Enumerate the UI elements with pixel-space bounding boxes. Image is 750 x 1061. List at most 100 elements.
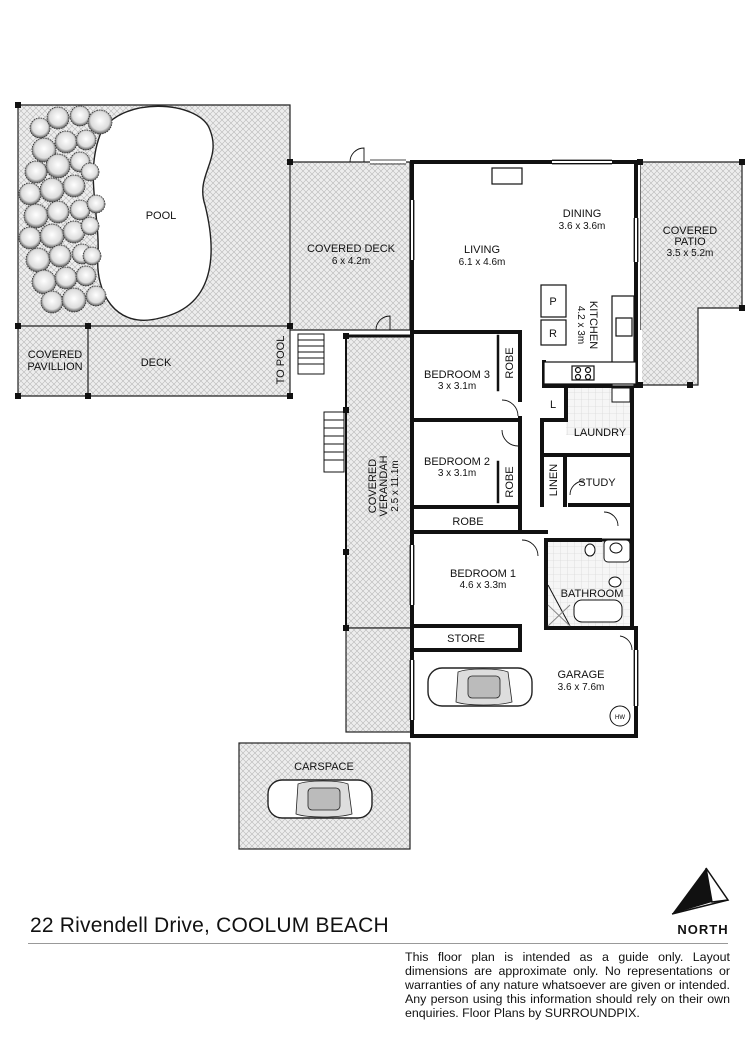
shrub-icon (25, 247, 51, 273)
post (739, 305, 745, 311)
bedroom2-label: BEDROOM 2 (424, 456, 490, 468)
north-label: NORTH (677, 922, 729, 937)
post (15, 393, 21, 399)
hot-water-icon: HW (609, 705, 631, 727)
windows (370, 161, 637, 720)
shrub-icon (86, 194, 106, 214)
post (687, 382, 693, 388)
covered-patio-line1: COVERED (663, 225, 717, 237)
disclaimer-text: This floor plan is intended as a guide o… (405, 950, 730, 1020)
laundry-cupboard-label: L (550, 399, 556, 411)
dining-label: DINING (563, 208, 602, 220)
kitchen-bench (540, 284, 637, 387)
property-address: 22 Rivendell Drive, COOLUM BEACH (30, 914, 389, 937)
covered-pavillion-line1: COVERED (28, 349, 82, 361)
divider (28, 943, 728, 944)
bedroom1-label: BEDROOM 1 (450, 568, 516, 580)
post (287, 159, 293, 165)
shrub-icon (82, 246, 102, 266)
walls (344, 160, 638, 738)
shrub-icon (45, 153, 71, 179)
shrub-icon (39, 223, 65, 249)
garden-shrubs (18, 105, 113, 314)
robe2-label: ROBE (504, 466, 516, 497)
kitchen-label: KITCHEN (587, 301, 599, 349)
shrub-icon (18, 226, 42, 250)
shrub-icon (31, 269, 57, 295)
laundry-label: LAUNDRY (574, 427, 627, 439)
post (343, 333, 349, 339)
post (85, 393, 91, 399)
post (637, 159, 643, 165)
fridge-label: R (549, 328, 557, 340)
covered-deck-size: 6 x 4.2m (332, 256, 370, 267)
shrub-icon (87, 109, 113, 135)
post (15, 323, 21, 329)
garage-size: 3.6 x 7.6m (558, 682, 605, 693)
carspace-label: CARSPACE (294, 761, 354, 773)
bathroom-label: BATHROOM (561, 588, 624, 600)
shrub-icon (24, 160, 48, 184)
store-label: STORE (447, 633, 485, 645)
post (85, 323, 91, 329)
room-labels: COVERED DECK 6 x 4.2m LIVING 6.1 x 4.6m … (27, 208, 717, 773)
kitchen-size: 4.2 x 3m (575, 306, 586, 344)
post (343, 549, 349, 555)
laundry-fittings (611, 387, 631, 403)
posts (15, 102, 745, 631)
fireplace (491, 167, 523, 185)
pool: POOL (18, 105, 214, 321)
shrub-icon (62, 174, 86, 198)
bathroom-fittings (547, 539, 631, 627)
bedroom1-size: 4.6 x 3.3m (460, 580, 507, 591)
post (343, 625, 349, 631)
covered-pavillion-line2: PAVILLION (27, 361, 82, 373)
shrub-icon (23, 203, 49, 229)
garage-car-icon (427, 667, 533, 707)
shrub-icon (85, 285, 107, 307)
post (15, 102, 21, 108)
bedroom2-size: 3 x 3.1m (438, 468, 476, 479)
bedroom3-label: BEDROOM 3 (424, 369, 490, 381)
covered-deck-label: COVERED DECK (307, 243, 396, 255)
shrub-icon (80, 162, 100, 182)
study-label: STUDY (578, 477, 616, 489)
pool-label: POOL (146, 210, 177, 222)
shrub-icon (31, 137, 57, 163)
shrub-icon (75, 129, 97, 151)
post (637, 382, 643, 388)
to-pool-label: TO POOL (275, 336, 287, 385)
post (287, 393, 293, 399)
shrub-icon (54, 130, 78, 154)
covered-patio-line2: PATIO (674, 236, 706, 248)
pantry-label: P (549, 296, 556, 308)
post (343, 407, 349, 413)
post (287, 323, 293, 329)
robe-hall-label: ROBE (452, 516, 483, 528)
carspace-car-icon (267, 779, 373, 819)
covered-patio-size: 3.5 x 5.2m (667, 248, 714, 259)
shrub-icon (69, 199, 91, 221)
shrub-icon (29, 117, 51, 139)
robe3-label: ROBE (504, 347, 516, 378)
north-arrow-icon (671, 867, 730, 915)
verandah-line1: COVERED (367, 459, 379, 513)
shrub-icon (46, 106, 70, 130)
shrub-icon (69, 105, 91, 127)
shrub-icon (39, 177, 65, 203)
living-size: 6.1 x 4.6m (459, 257, 506, 268)
floor-plan: POOL (15, 102, 745, 850)
living-label: LIVING (464, 244, 500, 256)
stairs (297, 333, 345, 473)
verandah-size: 2.5 x 11.1m (390, 460, 401, 512)
shrub-icon (80, 216, 100, 236)
shrub-icon (40, 290, 64, 314)
shrub-icon (75, 265, 97, 287)
shrub-icon (54, 266, 78, 290)
verandah-line2: VERANDAH (378, 455, 390, 516)
deck-label: DECK (141, 357, 172, 369)
linen-label: LINEN (548, 464, 560, 496)
bedroom3-size: 3 x 3.1m (438, 381, 476, 392)
hot-water-label: HW (615, 715, 625, 721)
shrub-icon (48, 244, 72, 268)
